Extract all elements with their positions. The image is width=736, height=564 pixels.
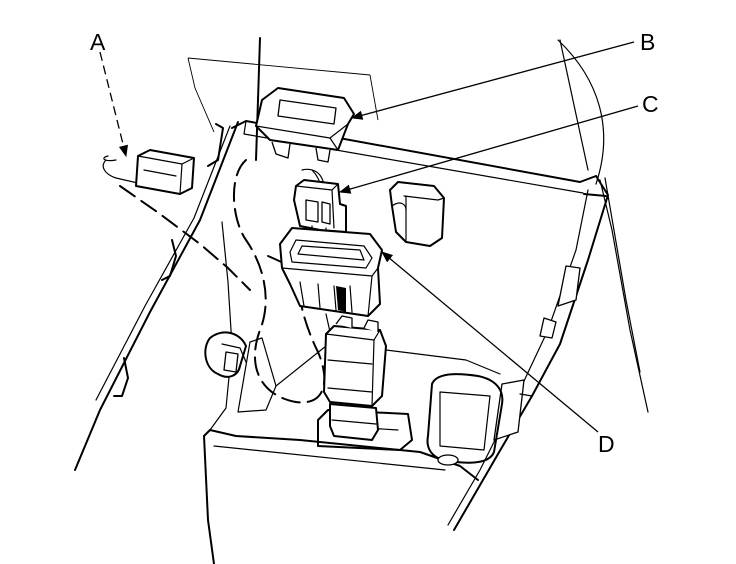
leader-d [381, 251, 599, 433]
left-wall [74, 120, 597, 471]
right-wall [447, 175, 609, 531]
part-b-cover [255, 87, 355, 163]
callout-c: C [642, 91, 659, 117]
part-d-holder [279, 227, 383, 335]
box-base [203, 337, 504, 564]
callout-leaders [99, 41, 639, 433]
leader-c [338, 105, 639, 194]
part-c-fuse [293, 179, 347, 249]
callout-b: B [640, 29, 655, 55]
callout-d: D [598, 431, 615, 457]
right-relay [389, 181, 445, 247]
part-a-connector [102, 149, 195, 195]
housing-outline [187, 39, 649, 413]
leader-b [350, 41, 635, 120]
callout-a: A [90, 29, 106, 55]
lower-relay [323, 315, 387, 441]
left-clip [204, 331, 247, 378]
leader-a [99, 51, 128, 158]
